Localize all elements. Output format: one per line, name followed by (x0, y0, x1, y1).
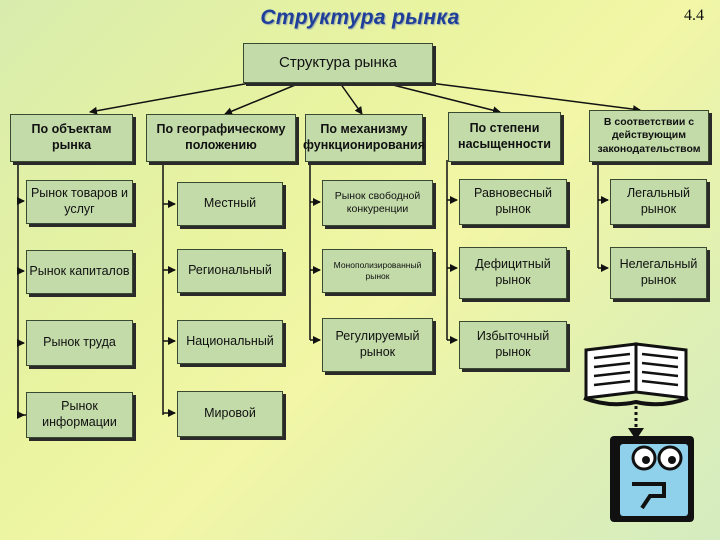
header-geography: По географическому положению (146, 114, 296, 162)
root-to-col1-arrow (89, 82, 251, 115)
item-legal: Легальный рынок (610, 179, 707, 225)
item-labor-market: Рынок труда (26, 320, 133, 366)
col1-bracket (17, 160, 26, 416)
header-mechanism: По механизму функционирования (303, 114, 425, 162)
item-national: Национальный (177, 320, 283, 364)
item-goods-market: Рынок товаров и услуг (26, 180, 133, 224)
item-local: Местный (177, 182, 283, 226)
item-regional: Региональный (177, 249, 283, 293)
root-to-col2-arrow (224, 82, 301, 116)
item-deficit: Дефицитный рынок (459, 247, 567, 299)
item-free-competition: Рынок свободной конкуренции (322, 180, 433, 226)
page-title: Структура рынка (260, 6, 460, 29)
item-surplus: Избыточный рынок (459, 321, 567, 369)
item-information-market: Рынок информации (26, 392, 133, 438)
item-capital-market: Рынок капиталов (26, 250, 133, 294)
item-equilibrium: Равновесный рынок (459, 179, 567, 225)
root-node: Структура рынка (243, 43, 433, 83)
computer-monitor-icon (610, 436, 694, 522)
book-computer-clipart (583, 342, 694, 522)
header-objects: По объектам рынка (10, 114, 133, 162)
slide-number: 4.4 (684, 7, 704, 24)
root-to-col3-arrow (339, 82, 363, 115)
item-monopolized: Монополизированный рынок (322, 249, 433, 293)
item-regulated: Регулируемый рынок (322, 318, 433, 372)
open-book-icon (583, 342, 689, 407)
item-world: Мировой (177, 391, 283, 437)
dotted-arrow-icon (628, 406, 644, 440)
header-legislation: В соответствии с действующим законодател… (589, 110, 709, 162)
root-to-col5-arrow (429, 82, 641, 114)
item-illegal: Нелегальный рынок (610, 247, 707, 299)
root-to-col4-arrow (384, 82, 501, 115)
header-saturation: По степени насыщенности (448, 112, 561, 162)
